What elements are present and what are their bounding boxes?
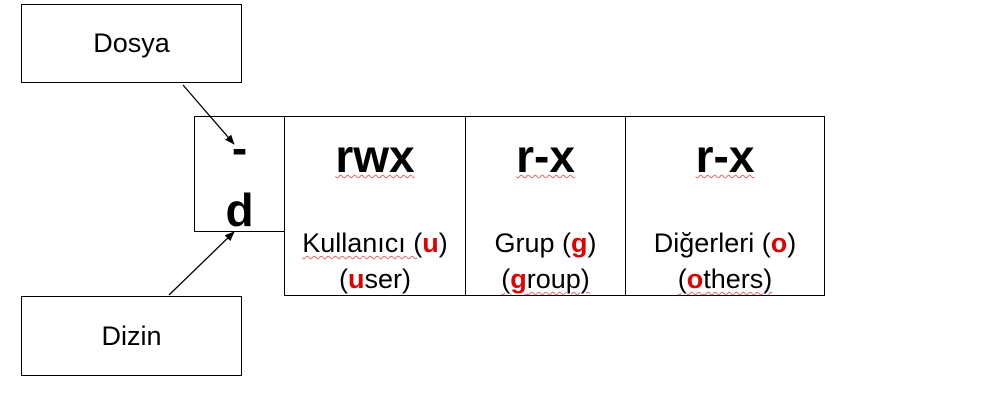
user-permission-bits: rwx bbox=[335, 130, 415, 182]
user-permission-cell: rwx Kullanıcı (u) (user) bbox=[284, 116, 466, 296]
group-description-line-2: (group) bbox=[501, 264, 590, 294]
file-label-box: Dosya bbox=[21, 4, 242, 83]
file-type-dash: - bbox=[231, 122, 248, 174]
group-description-line-1: Grup (g) bbox=[494, 228, 597, 258]
others-description-line-2: (others) bbox=[677, 264, 773, 294]
group-permission-cell: r-x Grup (g) (group) bbox=[465, 116, 626, 296]
directory-type-d: d bbox=[225, 184, 254, 236]
directory-label: Dizin bbox=[101, 320, 162, 351]
directory-label-box: Dizin bbox=[21, 296, 242, 376]
user-description: Kullanıcı (u) (user) bbox=[285, 225, 465, 297]
directory-to-d-arrow bbox=[168, 231, 235, 296]
user-description-line-2: (user) bbox=[339, 264, 411, 294]
others-description-line-1: Diğerleri (o) bbox=[653, 228, 797, 258]
user-description-line-1: Kullanıcı (u) bbox=[302, 228, 448, 258]
file-label: Dosya bbox=[93, 28, 170, 58]
file-type-cell: - d bbox=[194, 116, 285, 236]
others-permission-bits: r-x bbox=[695, 130, 755, 182]
file-to-dash-arrow bbox=[182, 84, 235, 145]
group-permission-bits: r-x bbox=[516, 130, 575, 182]
others-description: Diğerleri (o) (others) bbox=[626, 225, 824, 297]
group-description: Grup (g) (group) bbox=[466, 225, 625, 297]
others-permission-cell: r-x Diğerleri (o) (others) bbox=[625, 116, 825, 296]
